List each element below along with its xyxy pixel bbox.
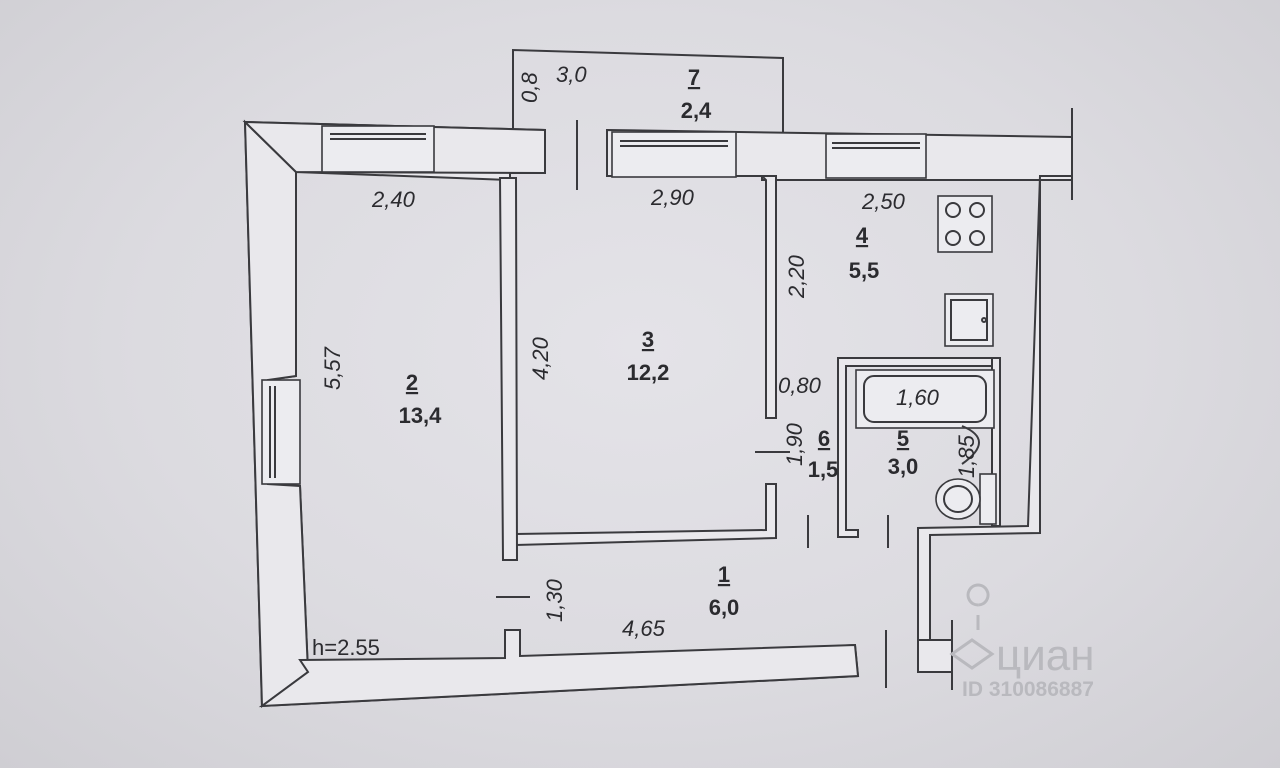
sink-icon xyxy=(944,293,994,347)
window-room2-side xyxy=(261,379,301,485)
dim-hall-length: 4,65 xyxy=(622,616,666,641)
room-6-number: 6 xyxy=(818,426,830,451)
room-2-number: 2 xyxy=(406,370,418,395)
cian-logo-icon xyxy=(949,583,995,670)
dim-closet-length: 1,90 xyxy=(782,422,807,466)
toilet-icon xyxy=(935,473,997,525)
dim-kitchen-width: 2,50 xyxy=(861,189,906,214)
dim-hall-width: 1,30 xyxy=(542,578,567,622)
dim-room2-width: 2,40 xyxy=(371,187,416,212)
dim-balcony-depth: 0,8 xyxy=(517,72,542,103)
room-5-area: 3,0 xyxy=(888,454,919,479)
basin-icon xyxy=(961,425,980,465)
bottom-wall xyxy=(258,629,860,708)
room-4-number: 4 xyxy=(856,223,869,248)
room-3-number: 3 xyxy=(642,327,654,352)
room-4-area: 5,5 xyxy=(849,258,880,283)
room-2-area: 13,4 xyxy=(399,403,443,428)
watermark-id: ID 310086887 xyxy=(962,678,1094,701)
dim-bath-length: 1,85 xyxy=(954,434,979,478)
right-wall-lower xyxy=(917,639,953,673)
ceiling-height: h=2.55 xyxy=(312,635,380,660)
partition-3-4 xyxy=(759,175,777,419)
partition-2-hall xyxy=(498,177,519,561)
dim-kitchen-length: 2,20 xyxy=(784,254,809,299)
balcony-outline xyxy=(512,48,784,132)
dim-room3-width: 2,90 xyxy=(650,185,695,210)
dim-bath-width: 1,60 xyxy=(896,385,940,410)
stove-icon xyxy=(937,195,993,253)
room-1-area: 6,0 xyxy=(709,595,740,620)
dim-room2-length: 5,57 xyxy=(320,346,345,390)
room-1-number: 1 xyxy=(718,562,730,587)
watermark-brand: циан xyxy=(996,631,1095,680)
room-7-area: 2,4 xyxy=(681,98,712,123)
window-kitchen xyxy=(825,133,927,179)
dim-balcony-width: 3,0 xyxy=(556,62,587,87)
dim-closet-width: 0,80 xyxy=(778,373,822,398)
room-7-number: 7 xyxy=(688,65,700,90)
room-5-number: 5 xyxy=(897,426,909,451)
room-6-area: 1,5 xyxy=(808,457,839,482)
room-3-area: 12,2 xyxy=(627,360,670,385)
window-room2 xyxy=(321,125,435,173)
window-room3 xyxy=(611,131,737,178)
bathtub-icon xyxy=(855,369,995,429)
dim-room3-length: 4,20 xyxy=(528,336,553,380)
